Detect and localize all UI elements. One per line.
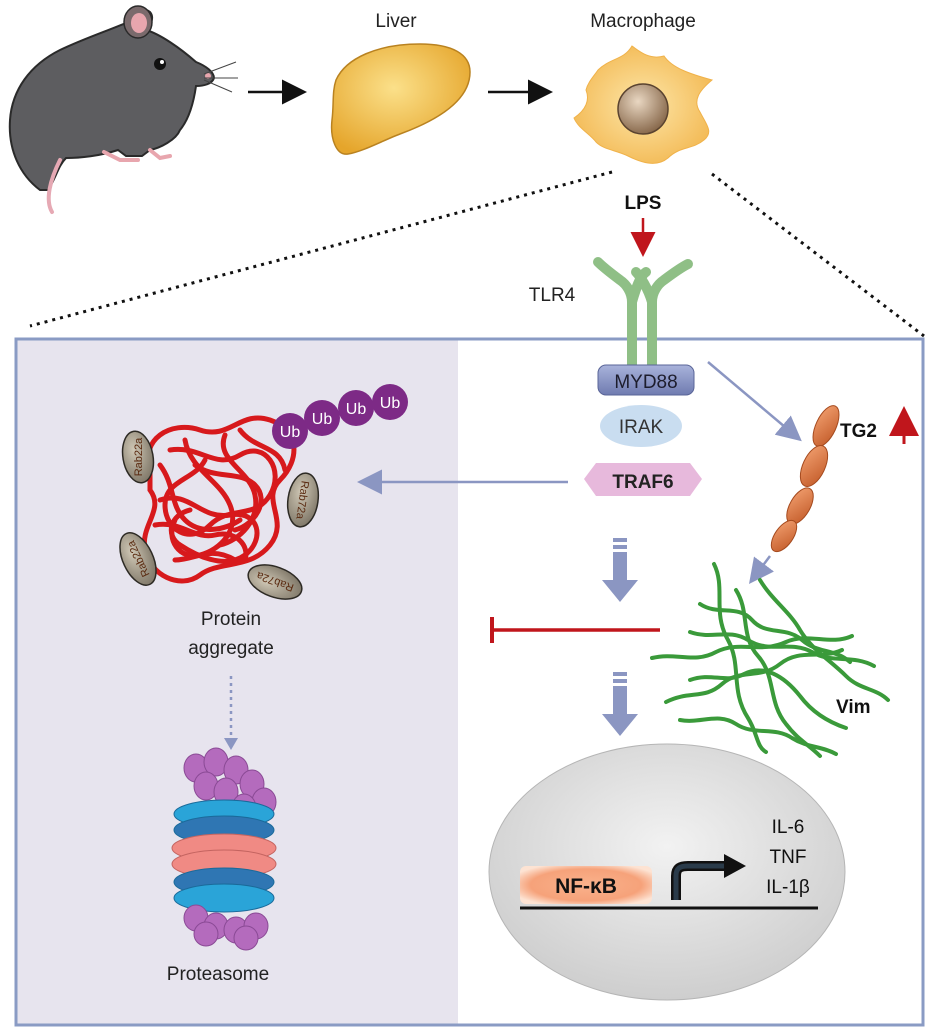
- ub-label-4: Ub: [380, 395, 401, 412]
- myd88-label: MYD88: [614, 372, 677, 393]
- traf6-label: TRAF6: [612, 472, 673, 493]
- myd88-box: [597, 364, 695, 396]
- protein-aggregate-label-line1: Protein: [201, 609, 261, 630]
- ub-label-2: Ub: [312, 411, 333, 428]
- nfkb-box: [520, 866, 652, 904]
- cytokine-il6: IL-6: [772, 817, 805, 838]
- rab72a-bottom: Rab72a: [247, 564, 303, 600]
- zoom-line-left: [29, 170, 613, 328]
- zoom-line-right: [711, 172, 925, 338]
- macrophage-nucleus: [617, 83, 669, 135]
- ub-label-1: Ub: [280, 424, 301, 441]
- ub-bead-2: [304, 400, 340, 436]
- ub-bead-4: [372, 384, 408, 420]
- nfkb-label: NF-κB: [555, 875, 617, 898]
- liver-label: Liver: [375, 11, 417, 32]
- rab72a-right: Rab72a: [286, 472, 320, 528]
- traf6-shape: [584, 463, 702, 496]
- ub-label-3: Ub: [346, 401, 367, 418]
- irak-ellipse: [600, 405, 682, 447]
- down-arrow-2: [602, 672, 638, 736]
- vimentin-filaments: [650, 562, 890, 758]
- myd88-to-tg2-arrow: [707, 361, 802, 442]
- proteasome-illustration: [171, 747, 277, 951]
- tg2-protein: [770, 405, 840, 553]
- tlr4-label: TLR4: [529, 285, 576, 306]
- ubiquitin-chain: Ub Ub Ub Ub: [272, 384, 408, 449]
- tg2-to-vim-arrow: [749, 555, 774, 584]
- down-arrow-1: [602, 538, 638, 602]
- ub-bead-3: [338, 390, 374, 426]
- proteasome-label: Proteasome: [167, 964, 269, 985]
- ub-bead-1: [272, 413, 308, 449]
- macrophage-label: Macrophage: [590, 11, 696, 32]
- rab-label-2: Rab72a: [293, 480, 310, 521]
- rab22a-top: Rab22a: [121, 430, 155, 484]
- cytokine-tnf: TNF: [770, 847, 807, 868]
- cytokine-il1b: IL-1β: [766, 877, 810, 898]
- liver-illustration: [330, 43, 471, 155]
- lps-label: LPS: [625, 193, 662, 214]
- transcription-arrowhead: [724, 854, 746, 878]
- nucleus: [488, 743, 846, 1001]
- rab-label-1: Rab22a: [133, 437, 145, 476]
- irak-label: IRAK: [619, 417, 664, 438]
- protein-aggregate-label-line2: aggregate: [188, 638, 274, 659]
- tg2-label: TG2: [840, 421, 877, 442]
- rab22a-bottom: Rab22a: [119, 532, 157, 586]
- tlr4-receptor: [593, 257, 693, 373]
- pathway-panel-border: [14, 337, 925, 1027]
- mouse-illustration: [8, 5, 238, 214]
- vim-label: Vim: [836, 697, 871, 718]
- protein-aggregate: [141, 415, 297, 584]
